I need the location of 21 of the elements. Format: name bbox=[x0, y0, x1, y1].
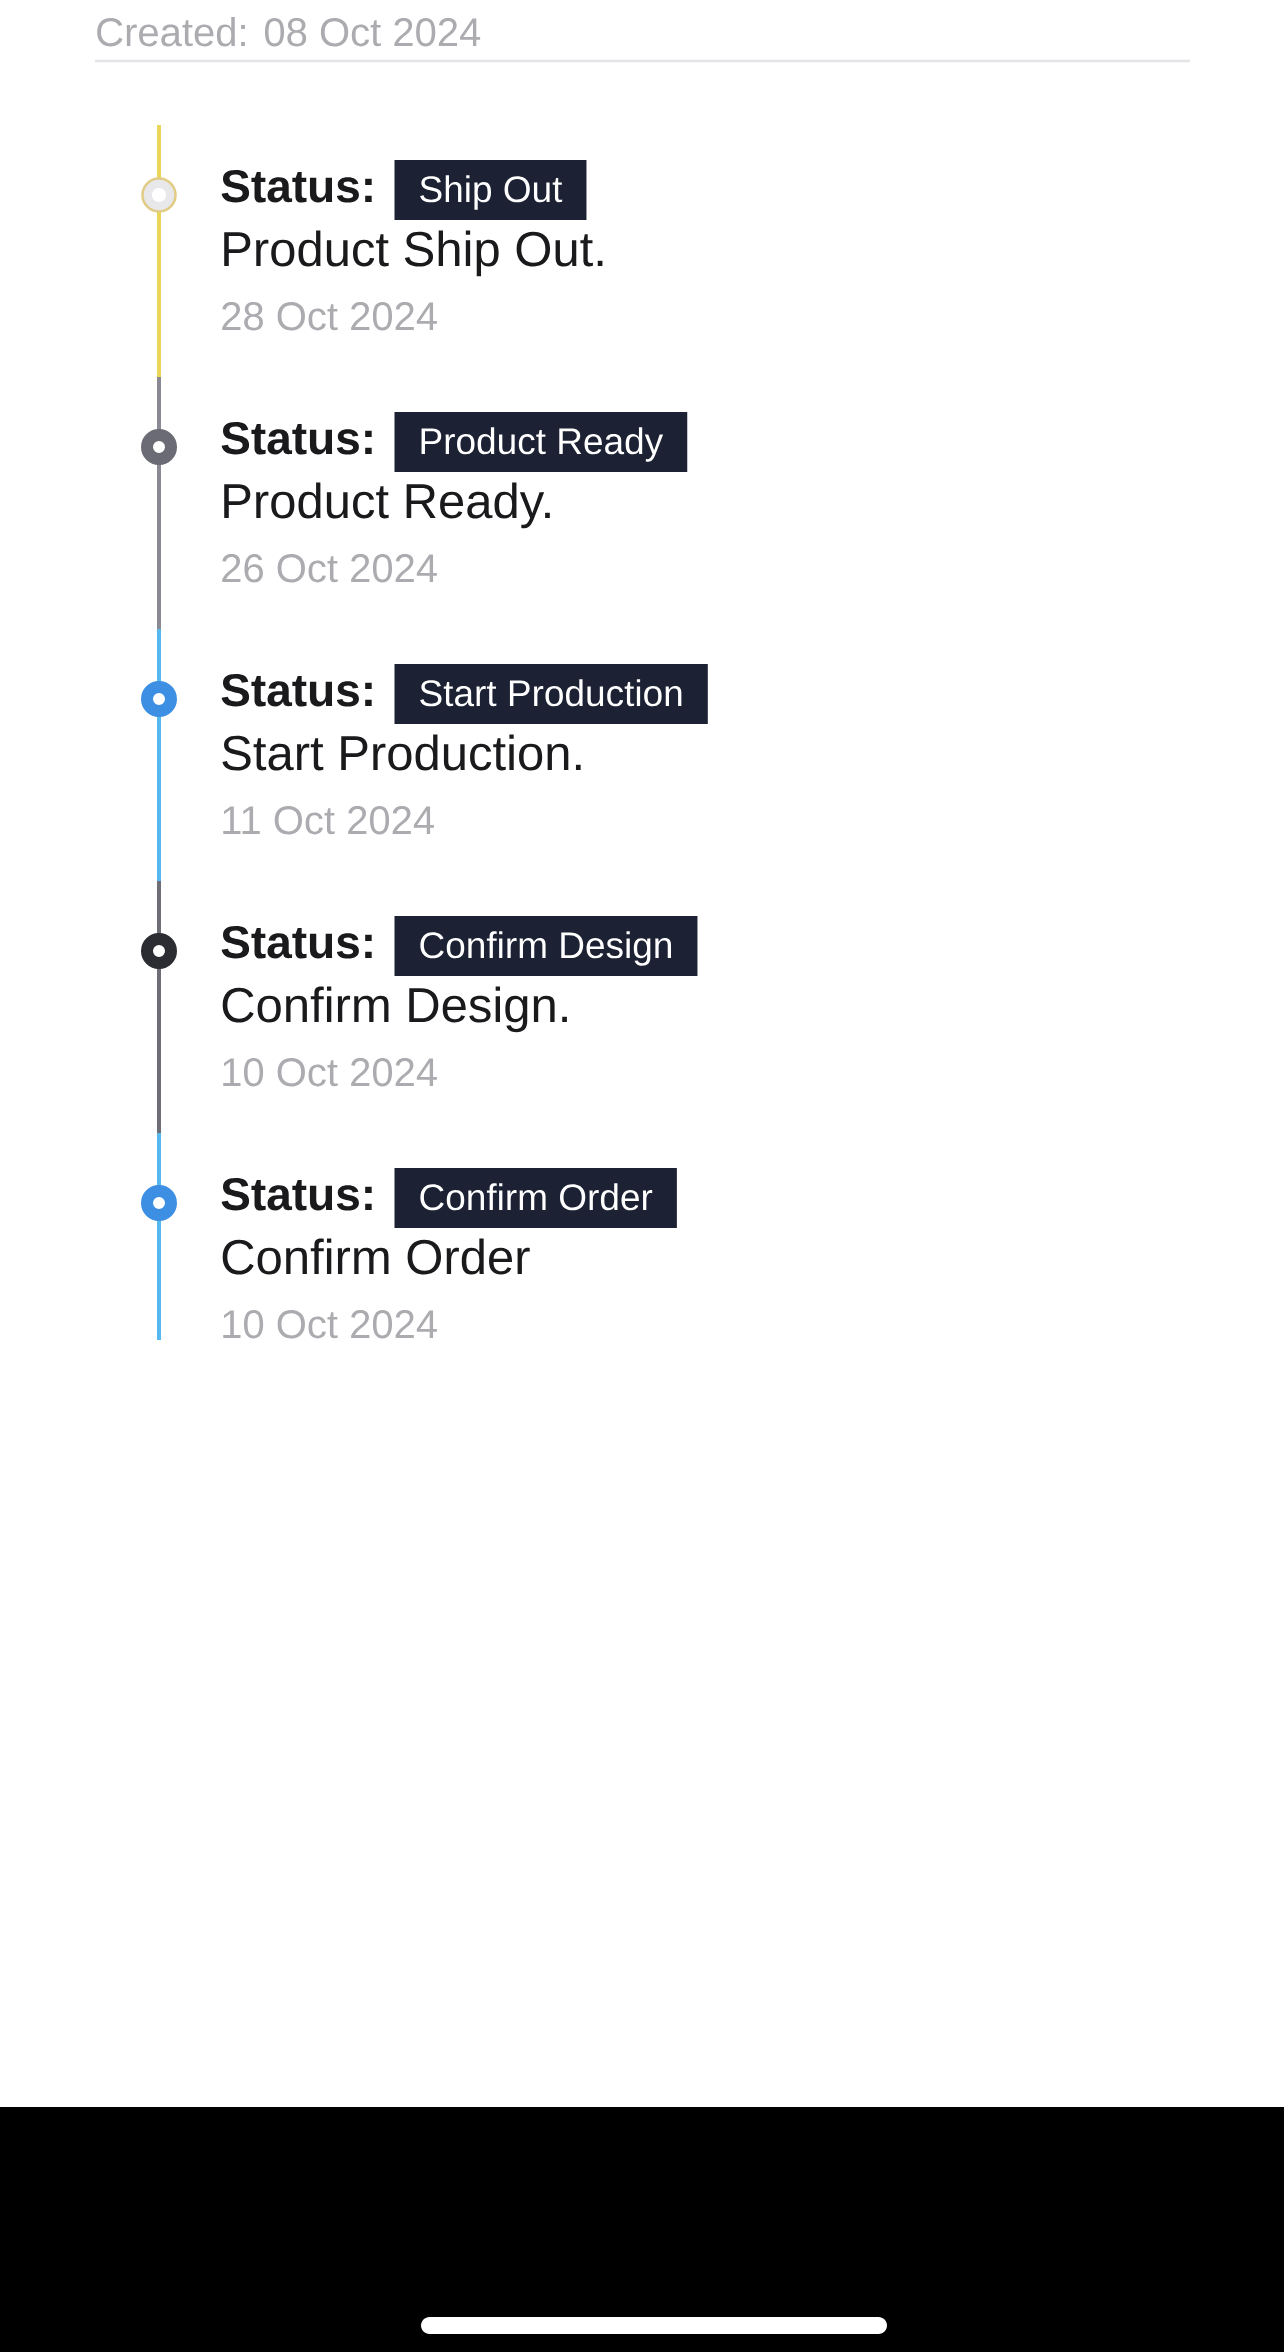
status-label: Status: bbox=[221, 673, 372, 707]
date: 10 Oct 2024 bbox=[223, 1058, 437, 1087]
status-description: Product Ship Out. bbox=[224, 230, 603, 277]
status-description: Start Production. bbox=[222, 734, 581, 771]
date: 11 Oct 2024 bbox=[223, 806, 434, 835]
date: 10 Oct 2024 bbox=[223, 1310, 437, 1339]
status-badge: Start Production bbox=[394, 664, 708, 724]
status-badge: Confirm Order bbox=[394, 1168, 677, 1228]
status-label: Status: bbox=[221, 421, 372, 455]
date: 26 Oct 2024 bbox=[222, 554, 437, 583]
status-badge: Product Ready bbox=[394, 412, 688, 472]
status-description: Confirm Design. bbox=[222, 986, 567, 1033]
status-badge: Confirm Design bbox=[394, 916, 698, 976]
date: 28 Oct 2024 bbox=[222, 302, 437, 331]
status-label: Status: bbox=[221, 169, 372, 203]
status-badge: Ship Out bbox=[394, 160, 587, 220]
status-label: Status: bbox=[221, 925, 372, 959]
status-description: Confirm Order bbox=[222, 1238, 530, 1275]
status-description: Product Ready. bbox=[224, 482, 550, 529]
created-date: Created: 08 Oct 2024 bbox=[97, 17, 481, 47]
status-label: Status: bbox=[221, 1177, 372, 1211]
